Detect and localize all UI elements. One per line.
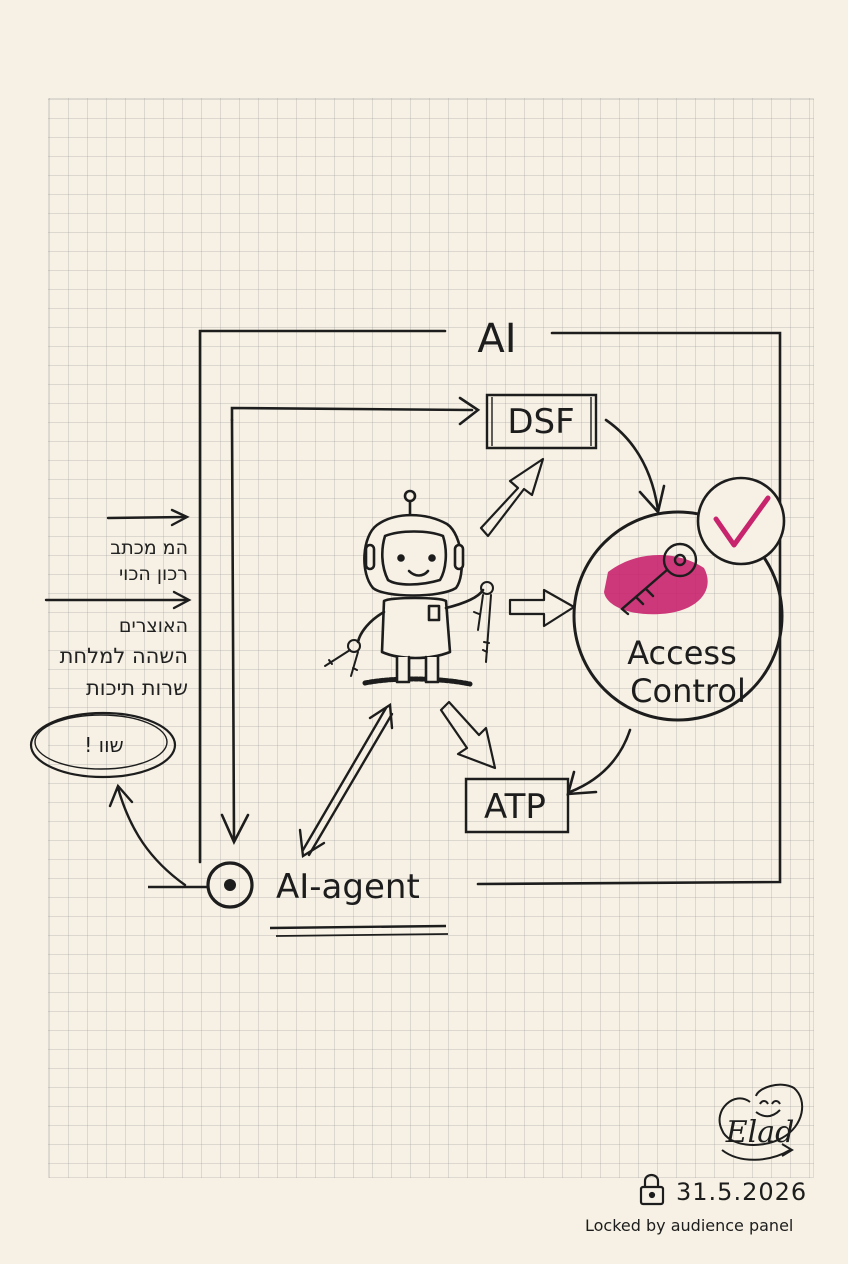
access-control-node xyxy=(572,476,786,722)
robot-agent-double-arrow xyxy=(298,702,394,859)
ai-agent-label: AI-agent xyxy=(276,867,420,907)
atp-box xyxy=(464,777,570,834)
dsf-to-access-arrow xyxy=(604,418,666,515)
ai-frame xyxy=(198,329,782,886)
access-control-label-line1: Access xyxy=(627,634,737,672)
lock-icon xyxy=(639,1173,665,1206)
ai-frame-title: AI xyxy=(477,316,516,362)
note-line-1: המ מכתב xyxy=(110,537,188,559)
note-line-5: שרות תיכות xyxy=(85,676,188,700)
note-line-3: האוצרים xyxy=(118,615,188,637)
dsf-label: DSF xyxy=(507,402,574,442)
robot-to-atp-arrow xyxy=(439,700,497,770)
feed-arrow xyxy=(220,396,481,845)
note-line-2: רכון הכוי xyxy=(118,563,188,585)
locked-date: 31.5.2026 xyxy=(676,1178,808,1206)
left-input-arrows xyxy=(44,508,192,610)
note-line-4: השהה למלחת xyxy=(59,644,188,668)
key-icon xyxy=(620,542,698,616)
checkmark-icon xyxy=(713,495,771,548)
robot-icon xyxy=(324,489,494,687)
robot-to-access-arrow xyxy=(508,588,576,628)
locked-caption: Locked by audience panel xyxy=(585,1216,794,1235)
agent-to-note-arrow xyxy=(108,783,187,887)
signature-text: Elad xyxy=(725,1115,795,1150)
atp-label: ATP xyxy=(484,787,546,827)
access-control-label-line2: Control xyxy=(630,672,746,710)
access-to-atp-arrow xyxy=(566,728,632,796)
ai-agent-node xyxy=(148,861,449,937)
note-oval xyxy=(29,711,177,779)
dsf-box xyxy=(485,393,598,450)
note-oval-text: שוו ! xyxy=(84,733,123,757)
robot-to-dsf-arrow xyxy=(479,457,545,538)
signature-elad xyxy=(718,1083,803,1161)
